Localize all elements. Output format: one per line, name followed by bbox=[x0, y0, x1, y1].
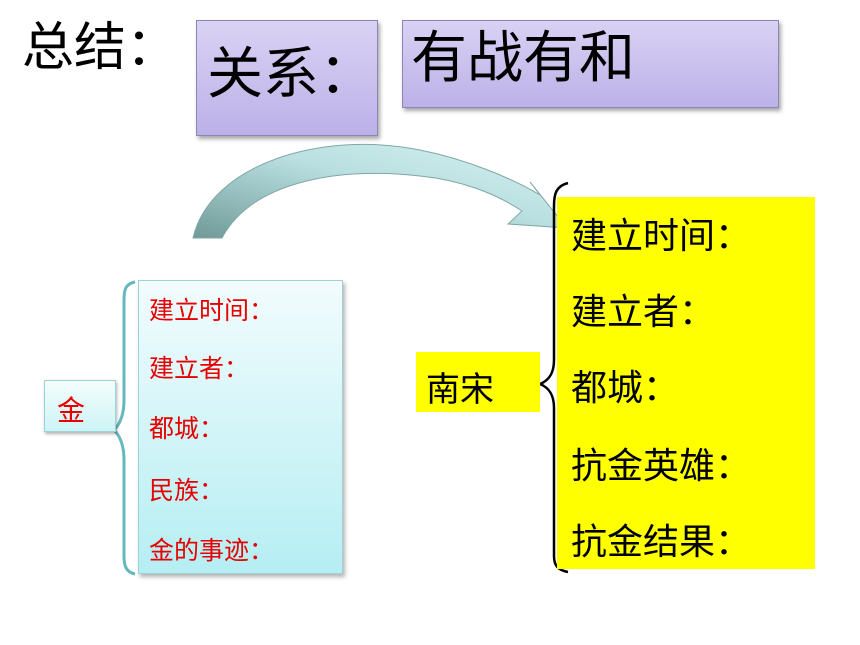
song-attribute-list: 建立时间： 建立者： 都城： 抗金英雄： 抗金结果： bbox=[557, 197, 815, 569]
song-label: 南宋 bbox=[426, 370, 494, 410]
relation-value-box: 有战有和 bbox=[402, 20, 779, 108]
song-item-result: 抗金结果： bbox=[571, 522, 752, 563]
jin-item-founding-time: 建立时间： bbox=[149, 296, 275, 325]
jin-item-founder: 建立者： bbox=[149, 354, 250, 383]
jin-item-deeds: 金的事迹： bbox=[149, 536, 275, 565]
curved-arrow-icon bbox=[192, 144, 569, 239]
jin-item-ethnicity: 民族： bbox=[149, 476, 225, 505]
jin-label: 金 bbox=[57, 394, 86, 427]
jin-item-capital: 都城： bbox=[149, 414, 225, 443]
song-item-founder: 建立者： bbox=[571, 292, 716, 333]
song-item-founding-time: 建立时间： bbox=[571, 216, 752, 257]
song-item-heroes: 抗金英雄： bbox=[571, 446, 752, 487]
song-label-box: 南宋 bbox=[416, 352, 540, 412]
relation-label: 关系： bbox=[207, 42, 375, 107]
relation-label-box: 关系： bbox=[196, 20, 378, 136]
song-item-capital: 都城： bbox=[571, 368, 680, 409]
jin-brace-icon bbox=[111, 280, 136, 576]
jin-attribute-list: 建立时间： 建立者： 都城： 民族： 金的事迹： bbox=[138, 280, 343, 574]
song-brace-icon bbox=[536, 181, 569, 574]
relation-value: 有战有和 bbox=[411, 26, 635, 91]
page-title: 总结： bbox=[22, 18, 179, 78]
jin-label-box: 金 bbox=[44, 380, 116, 432]
